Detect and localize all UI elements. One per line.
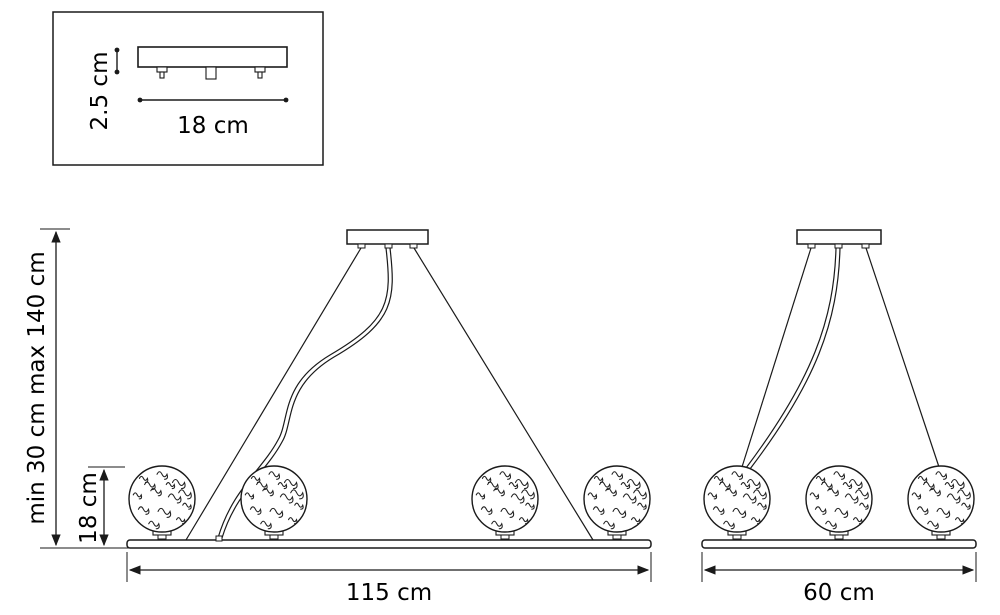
- side-canopy: [796, 229, 882, 245]
- front-shades: [128, 465, 651, 540]
- front-globe-shade-3: [471, 465, 539, 540]
- side-base-bar: [701, 539, 977, 549]
- inset-canopy-studs: [156, 66, 266, 80]
- side-globe-shade-2: [805, 465, 873, 540]
- front-globe-shade-1: [128, 465, 196, 540]
- side-wire-left: [741, 247, 812, 468]
- overall-height-label: min 30 cm max 140 cm: [24, 251, 50, 524]
- inset-frame: [52, 11, 324, 166]
- inset-canopy-plate: [137, 46, 288, 68]
- front-width-dimension-group: 115 cm: [126, 552, 652, 606]
- front-globe-shade-4: [583, 465, 651, 540]
- front-globe-shade-2: [240, 465, 308, 540]
- front-canopy: [346, 229, 429, 245]
- front-view: [126, 229, 652, 549]
- side-view: [701, 229, 977, 549]
- height-dimensions: min 30 cm max 140 cm 18 cm: [24, 228, 130, 549]
- side-wire-right: [865, 247, 940, 468]
- front-wire-right: [413, 247, 594, 541]
- inset-width-label: 18 cm: [177, 113, 249, 139]
- side-power-cord: [745, 247, 837, 469]
- shade-height-label: 18 cm: [76, 472, 102, 544]
- front-width-label: 115 cm: [346, 580, 432, 606]
- side-globe-shade-1: [703, 465, 771, 540]
- canopy-inset: 2.5 cm 18 cm: [52, 11, 324, 166]
- side-shades: [703, 465, 975, 540]
- front-wire-left: [185, 247, 362, 541]
- inset-height-label: 2.5 cm: [87, 52, 113, 131]
- side-width-label: 60 cm: [803, 580, 875, 606]
- front-base-bar: [126, 539, 652, 549]
- side-width-dimension-group: 60 cm: [701, 552, 977, 606]
- side-globe-shade-3: [907, 465, 975, 540]
